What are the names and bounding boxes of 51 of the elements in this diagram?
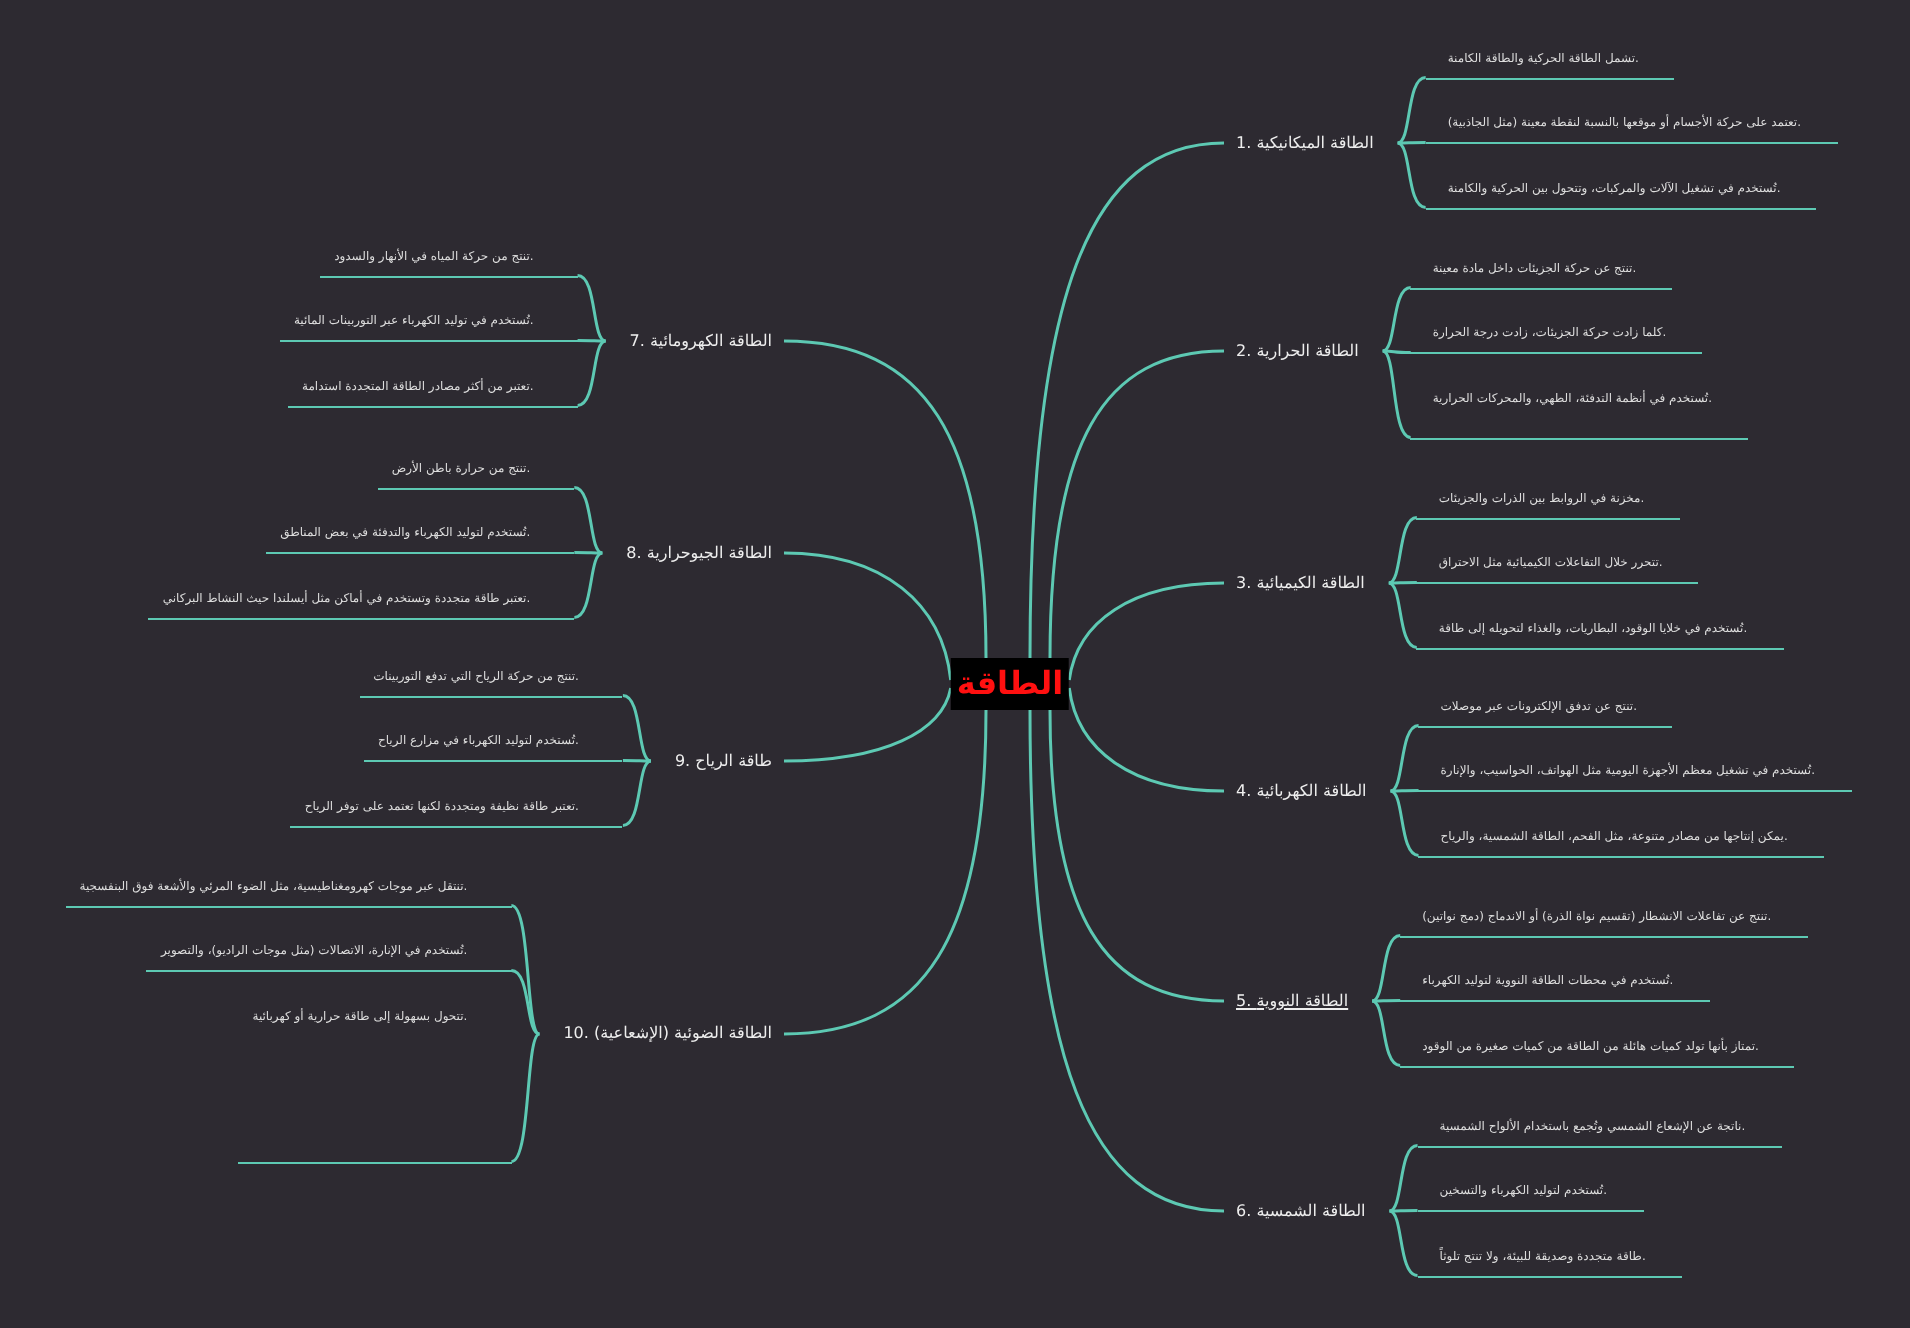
curved-connector [1388, 581, 1417, 585]
curved-connector [1390, 789, 1419, 793]
curved-connector [1381, 349, 1412, 439]
curved-connector [577, 339, 606, 343]
topic-label: 2. الطاقة الحرارية [1224, 339, 1383, 363]
curved-connector [622, 694, 652, 763]
curved-connector [510, 1032, 541, 1163]
curved-connector [1388, 516, 1418, 585]
curved-connector [1067, 687, 1225, 793]
curved-connector [577, 274, 607, 343]
curved-connector [783, 551, 953, 681]
curved-connector [573, 486, 603, 555]
curved-connector [1067, 581, 1225, 681]
topic-label: 10. الطاقة الضوئية (الإشعاعية) [539, 1022, 784, 1046]
topic-label: 6. الطاقة الشمسية [1224, 1199, 1390, 1223]
curved-connector [1371, 999, 1401, 1067]
curved-connector [1397, 76, 1427, 145]
curved-connector [573, 551, 603, 619]
curved-connector [783, 339, 988, 659]
curved-connector [1388, 1144, 1418, 1213]
curved-connector [1397, 141, 1426, 145]
topic-label: 3. الطاقة الكيميائية [1224, 571, 1389, 595]
curved-connector [574, 551, 603, 555]
curved-connector [577, 339, 607, 407]
topic-label: 9. طاقة الرياح [650, 749, 784, 773]
curved-connector [1048, 709, 1225, 1003]
curved-connector [1372, 999, 1401, 1003]
curved-connector [622, 759, 651, 763]
curved-connector [511, 969, 540, 1036]
curved-connector [1371, 934, 1401, 1003]
curved-connector [1397, 141, 1427, 209]
curved-connector [1048, 349, 1225, 659]
curved-connector [783, 709, 988, 1036]
topic-label: 8. الطاقة الجيوحرارية [602, 541, 784, 565]
curved-connector [1028, 141, 1225, 659]
topic-label: 4. الطاقة الكهربائية [1224, 779, 1391, 803]
topic-label: 1. الطاقة الميكانيكية [1224, 131, 1398, 155]
curved-connector [1388, 1209, 1418, 1277]
curved-connector [783, 687, 953, 763]
topic-label: 5. الطاقة النووية [1224, 989, 1373, 1013]
curved-connector [1390, 789, 1419, 857]
curved-connector [1028, 709, 1225, 1213]
curved-connector [1390, 724, 1419, 793]
curved-connector [1388, 581, 1418, 649]
central-topic: الطاقة [950, 658, 1070, 710]
curved-connector [510, 904, 541, 1036]
curved-connector [622, 759, 652, 827]
curved-connector [1389, 1209, 1418, 1213]
curved-connector [1382, 349, 1411, 354]
topic-label: 7. الطاقة الكهرومائية [605, 329, 784, 353]
curved-connector [1382, 286, 1412, 353]
